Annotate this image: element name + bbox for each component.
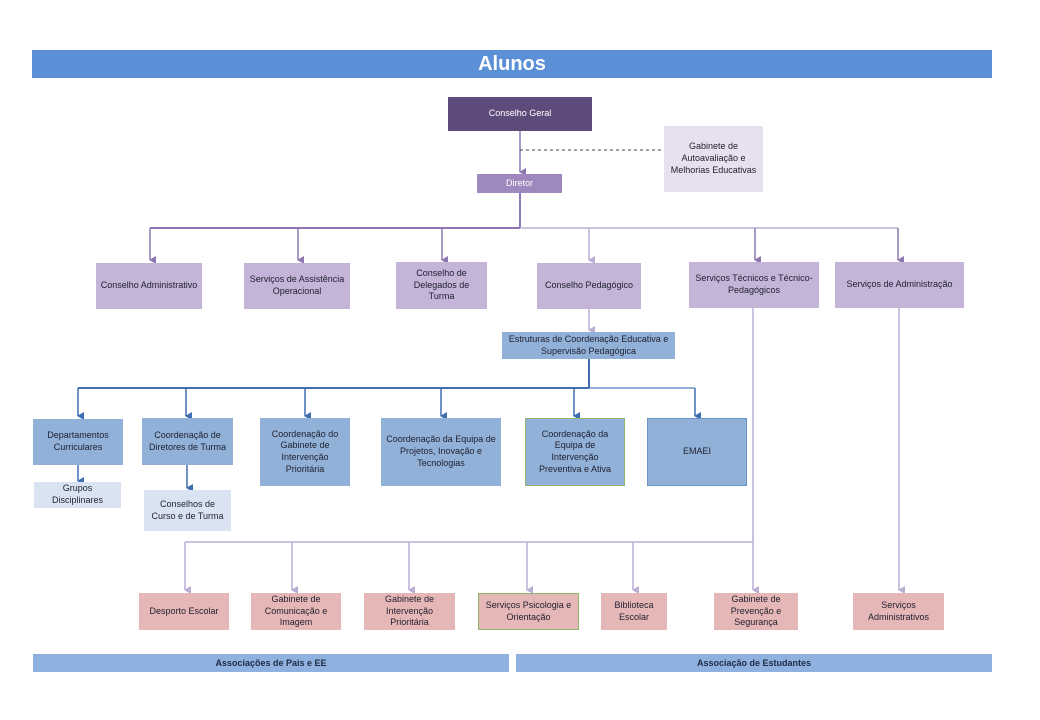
node-gabinete-intervencao: Gabinete de Intervenção Prioritária — [364, 593, 455, 630]
node-conselho-pedagogico: Conselho Pedagógico — [537, 263, 641, 309]
page-title: Alunos — [32, 50, 992, 78]
node-diretor: Diretor — [477, 174, 562, 193]
node-emaei: EMAEI — [647, 418, 747, 486]
footer-associacoes-pais: Associações de Pais e EE — [33, 654, 509, 672]
node-desporto-escolar: Desporto Escolar — [139, 593, 229, 630]
node-coordenacao-diretores: Coordenação de Diretores de Turma — [142, 418, 233, 465]
node-servicos-administrativos: Serviços Administrativos — [853, 593, 944, 630]
node-gabinete-autoavaliacao: Gabinete de Autoavaliação e Melhorias Ed… — [664, 126, 763, 192]
footer-associacao-estudantes: Associação de Estudantes — [516, 654, 992, 672]
node-servicos-administracao: Serviços de Administração — [835, 262, 964, 308]
node-coordenacao-projetos: Coordenação da Equipa de Projetos, Inova… — [381, 418, 501, 486]
node-gabinete-comunicacao: Gabinete de Comunicação e Imagem — [251, 593, 341, 630]
node-conselho-geral: Conselho Geral — [448, 97, 592, 131]
node-biblioteca-escolar: Biblioteca Escolar — [601, 593, 667, 630]
node-conselhos-curso: Conselhos de Curso e de Turma — [144, 490, 231, 531]
node-departamentos-curriculares: Departamentos Curriculares — [33, 419, 123, 465]
node-coordenacao-preventiva: Coordenação da Equipa de Intervenção Pre… — [525, 418, 625, 486]
node-coordenacao-gabinete: Coordenação do Gabinete de Intervenção P… — [260, 418, 350, 486]
node-servicos-psicologia: Serviços Psicologia e Orientação — [478, 593, 579, 630]
node-conselho-administrativo: Conselho Administrativo — [96, 263, 202, 309]
node-conselho-delegados: Conselho de Delegados de Turma — [396, 262, 487, 309]
node-servicos-tecnicos: Serviços Técnicos e Técnico-Pedagógicos — [689, 262, 819, 308]
node-gabinete-prevencao: Gabinete de Prevenção e Segurança — [714, 593, 798, 630]
node-grupos-disciplinares: Grupos Disciplinares — [34, 482, 121, 508]
node-servicos-assistencia: Serviços de Assistência Operacional — [244, 263, 350, 309]
node-estruturas-coordenacao: Estruturas de Coordenação Educativa e Su… — [502, 332, 675, 359]
